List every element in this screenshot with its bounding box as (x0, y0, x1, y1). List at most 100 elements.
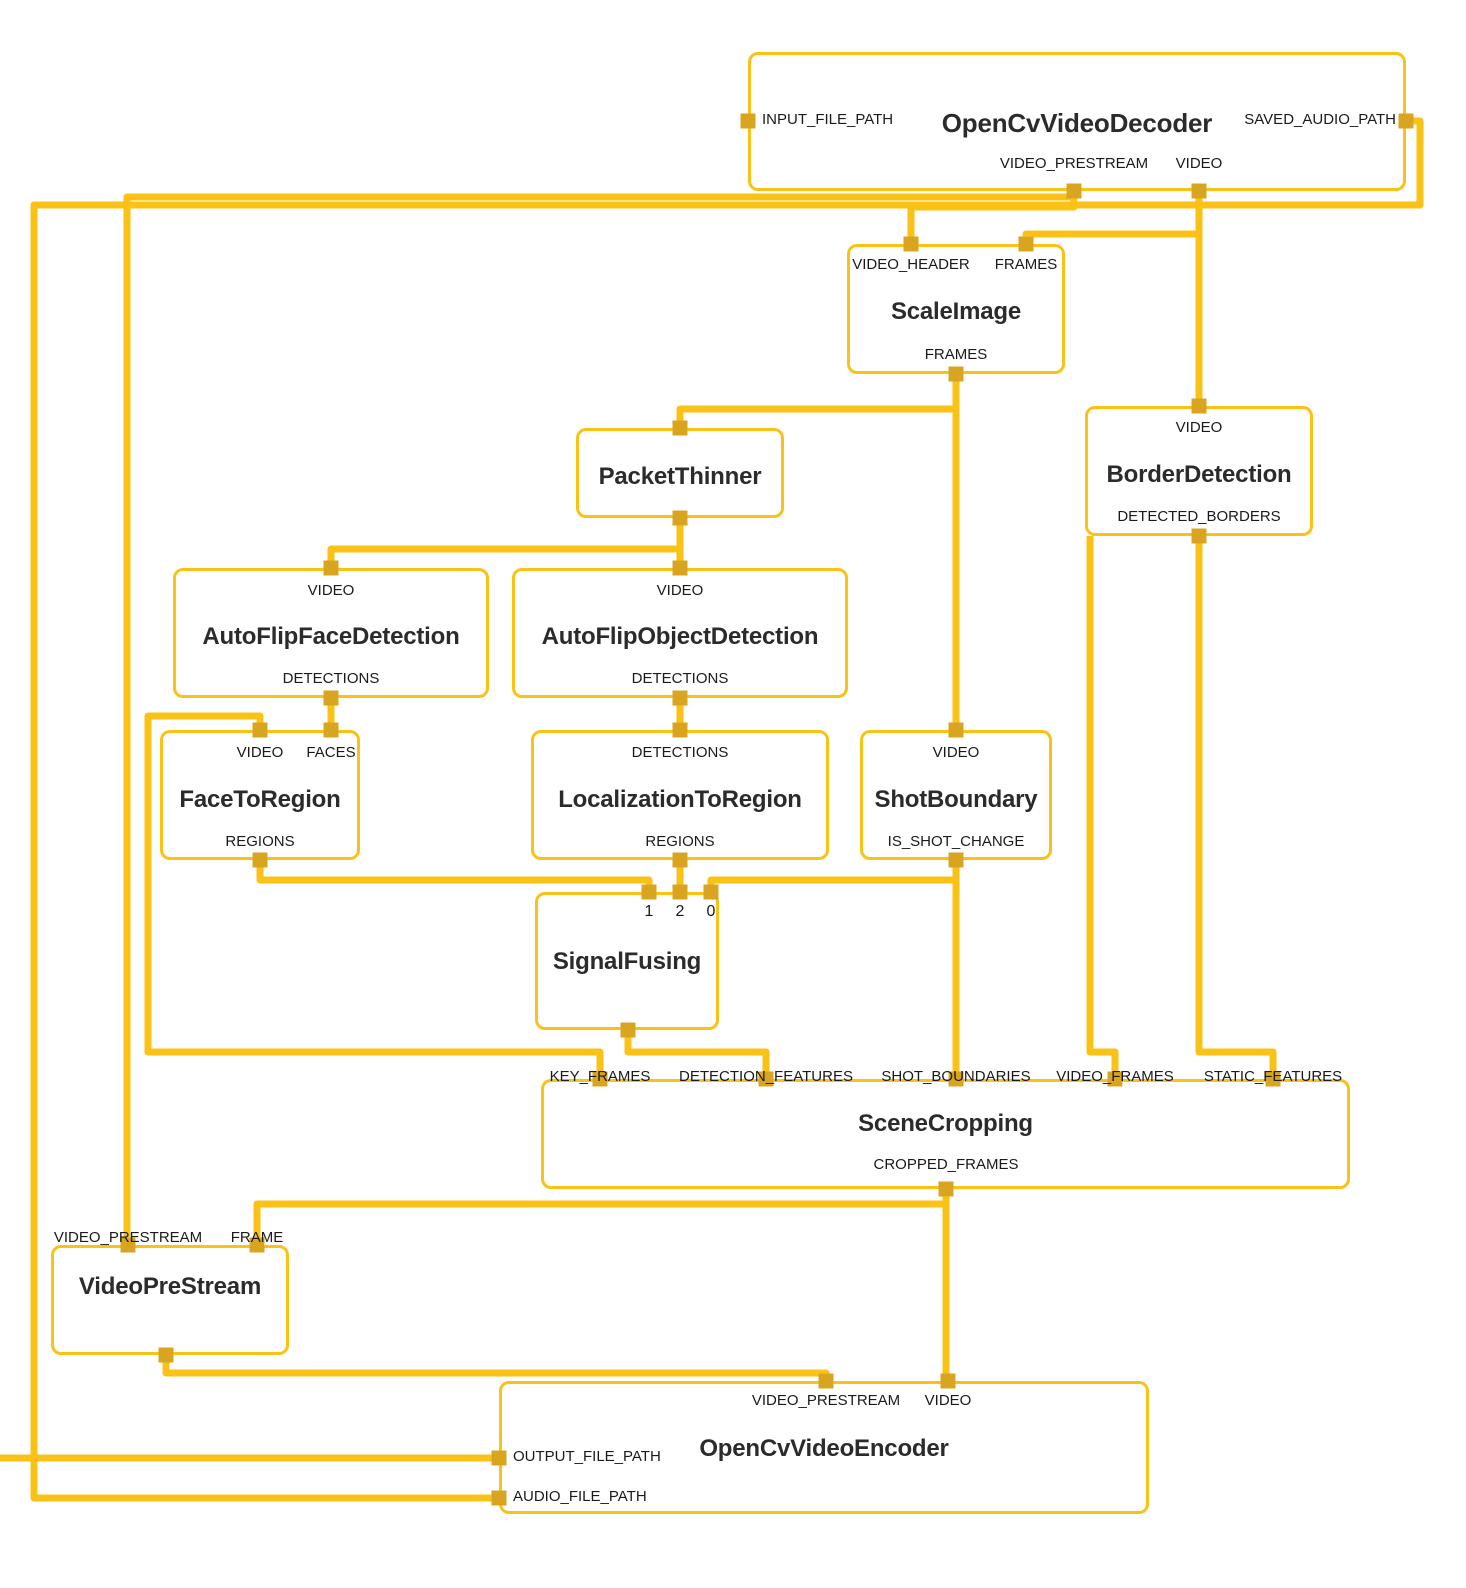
node-title: OpenCvVideoDecoder (941, 108, 1213, 138)
port-video[interactable] (323, 560, 339, 576)
port-audio_file_path[interactable] (491, 1490, 507, 1506)
port-video[interactable] (1191, 183, 1207, 199)
node-signalfusing[interactable]: SignalFusing (535, 892, 719, 1030)
port-unnamed[interactable] (672, 510, 688, 526)
node-encoder[interactable]: OpenCvVideoEncoder (499, 1381, 1149, 1514)
port-label: SAVED_AUDIO_PATH (1244, 111, 1396, 128)
port-detection_features[interactable] (758, 1071, 774, 1087)
port-label: FACES (306, 744, 356, 761)
node-title: SceneCropping (858, 1110, 1033, 1137)
port-label: VIDEO (656, 582, 704, 599)
port-label: 2 (675, 903, 685, 920)
port-saved_audio_path[interactable] (1398, 113, 1414, 129)
port-video_prestream[interactable] (1066, 183, 1082, 199)
node-title: ShotBoundary (874, 786, 1038, 813)
port-2[interactable] (672, 884, 688, 900)
port-regions[interactable] (672, 852, 688, 868)
node-localizationtoregion[interactable]: LocalizationToRegion (531, 730, 829, 860)
port-video[interactable] (940, 1373, 956, 1389)
port-output_file_path[interactable] (491, 1450, 507, 1466)
node-borderdetection[interactable]: BorderDetection (1085, 406, 1313, 536)
port-0[interactable] (703, 884, 719, 900)
edge (327, 518, 684, 568)
port-label: REGIONS (645, 833, 715, 850)
node-facetoregion[interactable]: FaceToRegion (160, 730, 360, 860)
port-detected_borders[interactable] (1191, 528, 1207, 544)
port-label: VIDEO (307, 582, 355, 599)
port-frames[interactable] (1018, 236, 1034, 252)
port-cropped_frames[interactable] (938, 1181, 954, 1197)
edge (707, 860, 960, 892)
port-label: DETECTIONS (282, 670, 380, 687)
port-static_features[interactable] (1265, 1071, 1281, 1087)
node-title: PacketThinner (598, 463, 762, 490)
port-label: OUTPUT_FILE_PATH (513, 1448, 661, 1465)
port-label: SHOT_BOUNDARIES (881, 1068, 1031, 1085)
port-key_frames[interactable] (592, 1071, 608, 1087)
port-is_shot_change[interactable] (948, 852, 964, 868)
port-label: REGIONS (225, 833, 295, 850)
port-label: VIDEO_PRESTREAM (53, 1229, 203, 1246)
edge (1086, 536, 1119, 1079)
port-label: DETECTIONS (631, 670, 729, 687)
port-label: INPUT_FILE_PATH (762, 111, 894, 128)
port-video[interactable] (948, 722, 964, 738)
port-video[interactable] (672, 560, 688, 576)
port-label: IS_SHOT_CHANGE (887, 833, 1025, 850)
edge (30, 117, 1424, 1502)
port-detections[interactable] (323, 690, 339, 706)
node-title: ScaleImage (890, 298, 1022, 325)
port-label: VIDEO (1175, 155, 1223, 172)
port-label: KEY_FRAMES (549, 1068, 651, 1085)
node-shotboundary[interactable]: ShotBoundary (860, 730, 1052, 860)
node-scaleimage[interactable]: ScaleImage (847, 244, 1065, 374)
port-label: VIDEO_PRESTREAM (751, 1392, 901, 1409)
port-video_prestream[interactable] (818, 1373, 834, 1389)
edge (624, 1030, 770, 1079)
port-video_header[interactable] (903, 236, 919, 252)
port-label: VIDEO_HEADER (852, 256, 970, 273)
port-label: STATIC_FEATURES (1203, 1068, 1343, 1085)
port-label: VIDEO (1175, 419, 1223, 436)
edge (253, 1200, 946, 1245)
port-label: VIDEO (924, 1392, 972, 1409)
port-label: FRAME (230, 1229, 284, 1246)
node-title: AutoFlipFaceDetection (202, 623, 460, 650)
node-decoder[interactable]: OpenCvVideoDecoder (748, 52, 1406, 191)
port-label: 0 (706, 903, 716, 920)
node-packetthinner[interactable]: PacketThinner (576, 428, 784, 518)
port-label: VIDEO_FRAMES (1056, 1068, 1174, 1085)
edge (162, 1355, 830, 1381)
port-label: VIDEO_PRESTREAM (999, 155, 1149, 172)
port-label: DETECTION_FEATURES (679, 1068, 853, 1085)
port-label: DETECTED_BORDERS (1117, 508, 1281, 525)
edge (123, 193, 1074, 1245)
port-label: CROPPED_FRAMES (873, 1156, 1019, 1173)
port-video[interactable] (1191, 398, 1207, 414)
node-videoprestream[interactable]: VideoPreStream (51, 1245, 289, 1355)
port-regions[interactable] (252, 852, 268, 868)
port-faces[interactable] (323, 722, 339, 738)
edge (676, 374, 960, 428)
port-detections[interactable] (672, 722, 688, 738)
port-video[interactable] (252, 722, 268, 738)
port-video_frames[interactable] (1107, 1071, 1123, 1087)
port-shot_boundaries[interactable] (948, 1071, 964, 1087)
node-title: SignalFusing (552, 948, 702, 975)
port-1[interactable] (641, 884, 657, 900)
port-frames[interactable] (948, 366, 964, 382)
port-video_prestream[interactable] (120, 1237, 136, 1253)
node-title: AutoFlipObjectDetection (541, 623, 819, 650)
port-unnamed[interactable] (158, 1347, 174, 1363)
node-title: BorderDetection (1106, 461, 1292, 488)
port-input_file_path[interactable] (740, 113, 756, 129)
port-label: FRAMES (994, 256, 1058, 273)
port-frame[interactable] (249, 1237, 265, 1253)
node-title: LocalizationToRegion (558, 786, 802, 813)
port-label: AUDIO_FILE_PATH (513, 1488, 647, 1505)
port-unnamed[interactable] (672, 420, 688, 436)
port-unnamed[interactable] (620, 1022, 636, 1038)
edge (1195, 536, 1277, 1079)
port-detections[interactable] (672, 690, 688, 706)
